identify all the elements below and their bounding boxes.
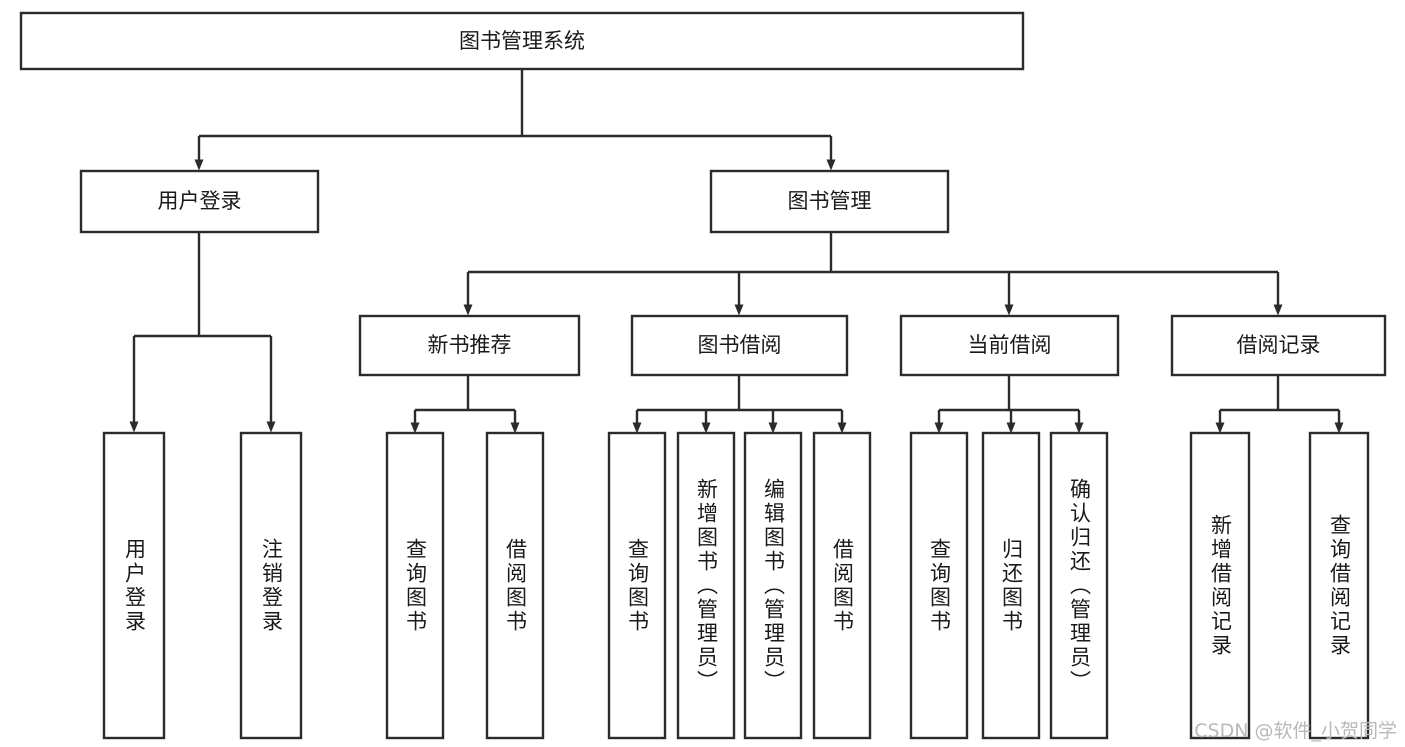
connector-newbookrec-to-leaves [410, 375, 520, 434]
node-leaf-borrow-book-2[interactable] [812, 431, 872, 740]
node-leaf-confirm-return[interactable] [1049, 431, 1109, 740]
connector-root-to-level2 [194, 69, 836, 171]
node-leaf-add-record[interactable] [1189, 431, 1251, 740]
connector-borrowrecord-to-leaves [1215, 375, 1344, 434]
connector-bookmanage-to-level3 [463, 232, 1283, 316]
node-book-manage[interactable] [709, 169, 950, 234]
node-leaf-query-book-1[interactable] [385, 431, 445, 740]
node-leaf-query-record[interactable] [1308, 431, 1370, 740]
connector-currentborrow-to-leaves [934, 375, 1084, 434]
node-leaf-borrow-book-1[interactable] [485, 431, 545, 740]
node-leaf-user-login[interactable] [102, 431, 166, 740]
node-leaf-user-logout[interactable] [239, 431, 303, 740]
connector-bookborrow-to-leaves [632, 375, 847, 434]
node-book-borrow[interactable] [630, 314, 849, 377]
node-current-borrow[interactable] [899, 314, 1120, 377]
node-leaf-query-book-3[interactable] [909, 431, 969, 740]
node-borrow-record[interactable] [1170, 314, 1387, 377]
node-leaf-query-book-2[interactable] [607, 431, 667, 740]
node-new-book-rec[interactable] [358, 314, 581, 377]
watermark-text: CSDN @软件_小贺同学 [1194, 720, 1397, 742]
node-leaf-add-book[interactable] [676, 431, 736, 740]
node-leaf-return-book[interactable] [981, 431, 1041, 740]
node-user-login[interactable] [79, 169, 320, 234]
node-leaf-edit-book[interactable] [743, 431, 803, 740]
connector-userlogin-to-leaves [129, 232, 276, 433]
node-root[interactable] [19, 11, 1025, 71]
